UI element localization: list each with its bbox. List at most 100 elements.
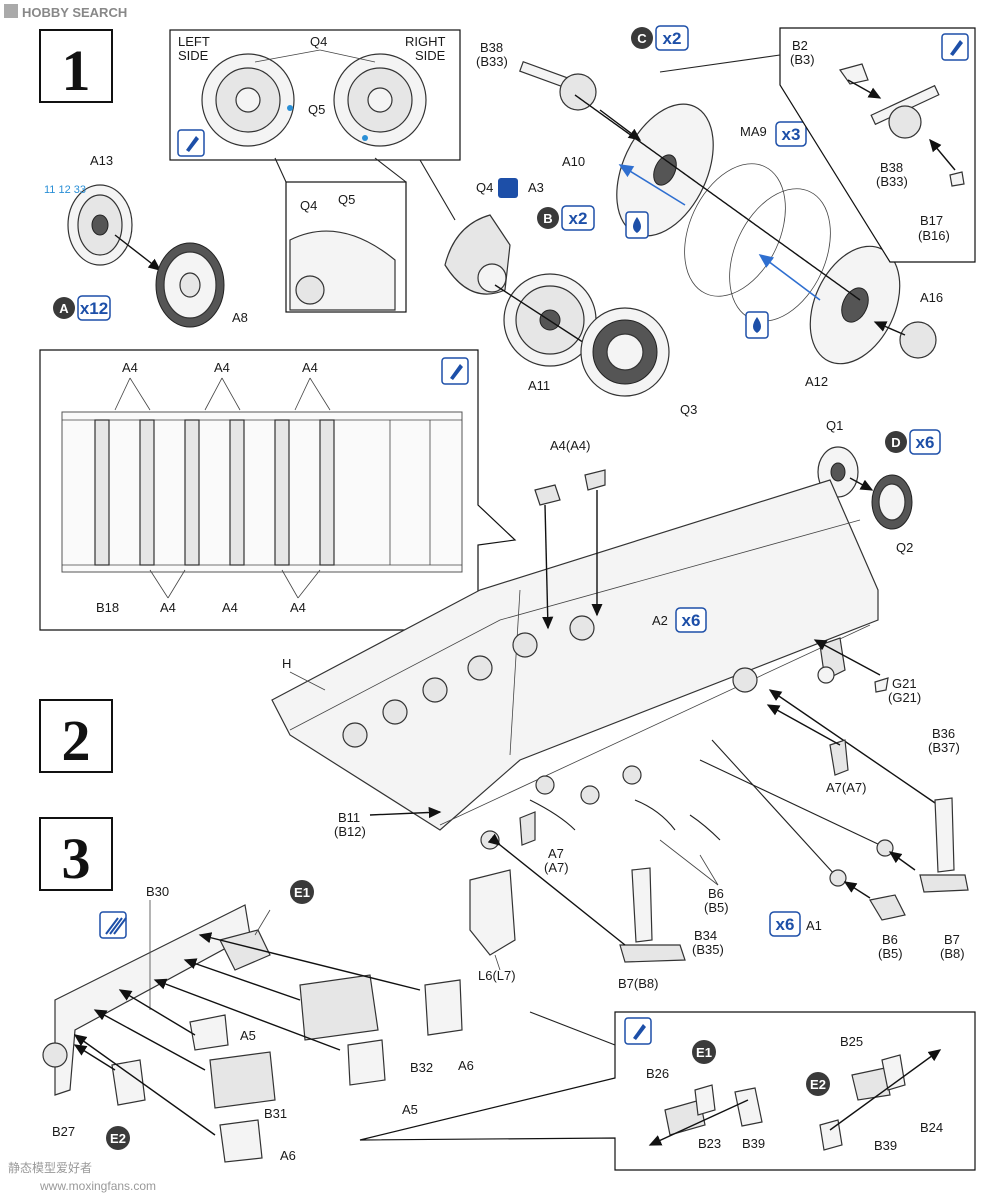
exhaust-detail-inset: E1 B26 B23 B39 E2 B25 B24 B39 — [359, 1011, 976, 1171]
svg-text:x6: x6 — [916, 433, 935, 452]
badge-d — [885, 431, 907, 453]
badge-e1-detail — [692, 1040, 716, 1064]
svg-text:E2: E2 — [110, 1131, 126, 1146]
watermark-bottom: 静态模型爱好者 www.moxingfans.com — [8, 1161, 156, 1193]
svg-text:A11: A11 — [528, 378, 550, 393]
svg-text:A10: A10 — [562, 154, 585, 169]
svg-text:Q3: Q3 — [680, 402, 697, 417]
svg-text:B26: B26 — [646, 1066, 669, 1081]
svg-text:(B35): (B35) — [692, 942, 724, 957]
svg-text:MA9: MA9 — [740, 124, 767, 139]
svg-text:B32: B32 — [410, 1060, 433, 1075]
badge-a — [53, 297, 75, 319]
badge-e1 — [290, 880, 314, 904]
svg-text:B23: B23 — [698, 1136, 721, 1151]
svg-text:A6: A6 — [458, 1058, 474, 1073]
svg-text:静态模型爱好者: 静态模型爱好者 — [8, 1161, 92, 1175]
svg-text:B: B — [543, 211, 552, 226]
svg-text:B36: B36 — [932, 726, 955, 741]
svg-text:Q4: Q4 — [476, 180, 493, 195]
svg-text:B30: B30 — [146, 884, 169, 899]
svg-text:B6: B6 — [882, 932, 898, 947]
svg-text:A7(A7): A7(A7) — [826, 780, 866, 795]
svg-text:Q5: Q5 — [308, 102, 325, 117]
svg-text:B6: B6 — [708, 886, 724, 901]
svg-text:C: C — [637, 31, 647, 46]
svg-text:L6(L7): L6(L7) — [478, 968, 516, 983]
svg-text:(B12): (B12) — [334, 824, 366, 839]
svg-text:A1: A1 — [806, 918, 822, 933]
svg-text:(G21): (G21) — [888, 690, 921, 705]
svg-text:A3: A3 — [528, 180, 544, 195]
badge-e2 — [106, 1126, 130, 1150]
svg-text:A4: A4 — [160, 600, 176, 615]
svg-text:(B16): (B16) — [918, 228, 950, 243]
svg-text:A13: A13 — [90, 153, 113, 168]
svg-text:B38: B38 — [880, 160, 903, 175]
svg-text:3: 3 — [62, 826, 91, 891]
svg-text:B7: B7 — [944, 932, 960, 947]
part-ma9 — [684, 163, 786, 297]
svg-text:A12: A12 — [805, 374, 828, 389]
svg-text:B17: B17 — [920, 213, 943, 228]
svg-text:D: D — [891, 435, 900, 450]
symmetry-icon — [498, 178, 518, 198]
svg-text:A5: A5 — [240, 1028, 256, 1043]
svg-text:A4: A4 — [302, 360, 318, 375]
svg-text:www.moxingfans.com: www.moxingfans.com — [39, 1179, 156, 1193]
rear-plate — [54, 904, 251, 1096]
svg-text:B34: B34 — [694, 928, 717, 943]
svg-text:B11: B11 — [338, 810, 360, 825]
svg-text:B7(B8): B7(B8) — [618, 976, 658, 991]
svg-text:B27: B27 — [52, 1124, 75, 1139]
svg-text:E1: E1 — [294, 885, 310, 900]
inset-left-right-side: LEFT SIDE RIGHT SIDE Q4 Q5 Q4 Q5 — [169, 29, 461, 313]
svg-text:B31: B31 — [264, 1106, 287, 1121]
svg-text:(B33): (B33) — [876, 174, 908, 189]
svg-text:A4: A4 — [214, 360, 230, 375]
watermark-logo: HOBBY SEARCH — [4, 4, 127, 20]
road-wheel-assembly: A13 11 12 33 A8 A x12 — [44, 153, 248, 328]
hull-assembly: H A4(A4) A2 x6 G21 (G21) B36 (B37) A7(A7… — [271, 438, 969, 991]
svg-text:A16: A16 — [920, 290, 943, 305]
svg-text:(B3): (B3) — [790, 52, 815, 67]
svg-text:H: H — [282, 656, 291, 671]
svg-text:G21: G21 — [892, 676, 917, 691]
part-b31 — [209, 1051, 276, 1109]
badge-b — [537, 207, 559, 229]
svg-text:A4: A4 — [122, 360, 138, 375]
svg-text:Q1: Q1 — [826, 418, 843, 433]
svg-text:A4(A4): A4(A4) — [550, 438, 590, 453]
svg-text:A7: A7 — [548, 846, 564, 861]
svg-text:1: 1 — [62, 38, 91, 103]
svg-text:B24: B24 — [920, 1120, 943, 1135]
svg-text:A8: A8 — [232, 310, 248, 325]
badge-c — [631, 27, 653, 49]
part-b32 — [299, 974, 379, 1041]
svg-text:(B8): (B8) — [940, 946, 965, 961]
rear-hull-assembly: B30 E1 A5 B32 A5 A6 B31 B27 E2 A6 — [42, 880, 474, 1163]
svg-text:B39: B39 — [874, 1138, 897, 1153]
badge-e2-detail — [806, 1072, 830, 1096]
idler-assembly: B38 (B33) C x2 A10 MA9 x3 A12 A16 — [476, 25, 943, 389]
svg-text:Q4: Q4 — [300, 198, 317, 213]
svg-text:x2: x2 — [569, 209, 588, 228]
part-a16 — [899, 321, 937, 359]
svg-text:2: 2 — [62, 708, 91, 773]
svg-text:x6: x6 — [682, 611, 701, 630]
svg-text:A4: A4 — [290, 600, 306, 615]
step-2-box: 2 — [39, 699, 113, 773]
svg-text:(B33): (B33) — [476, 54, 508, 69]
svg-text:B18: B18 — [96, 600, 119, 615]
svg-text:(A7): (A7) — [544, 860, 569, 875]
step-3-box: 3 — [39, 817, 113, 891]
step-1-box: 1 — [39, 29, 113, 103]
svg-text:Q4: Q4 — [310, 34, 327, 49]
svg-text:LEFT: LEFT — [178, 34, 210, 49]
part-b27 — [42, 1042, 68, 1068]
hull-bottom-inset: A4 A4 A4 A4 A4 A4 B18 — [39, 349, 517, 631]
svg-text:(B5): (B5) — [878, 946, 903, 961]
svg-text:A6: A6 — [280, 1148, 296, 1163]
svg-text:HOBBY SEARCH: HOBBY SEARCH — [22, 5, 127, 20]
